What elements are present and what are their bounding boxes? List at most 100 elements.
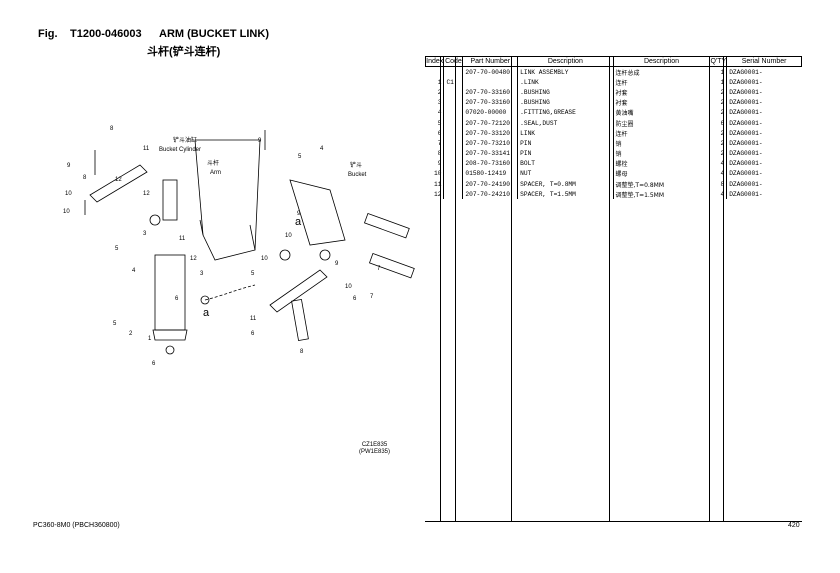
cell-serial-number: DZAG0001-: [729, 119, 763, 127]
callout: 12: [190, 256, 197, 262]
parts-table-container: Index Code Part Number Description Descr…: [424, 56, 802, 522]
cell-part-number: 207-70-33120: [462, 128, 519, 139]
cell-serial-number: DZAG0001-: [729, 68, 763, 76]
fig-label: Fig.: [38, 28, 58, 40]
callout: 2: [129, 331, 133, 337]
cell-index: 11: [425, 179, 445, 190]
table-header-row: Index Code Part Number Description Descr…: [424, 56, 802, 67]
table-row: 6207-70-33120LINK连杆2DZAG0001-: [425, 128, 802, 139]
table-row: 407020-00000.FITTING,GREASE黄油嘴2DZAG0001-: [425, 107, 802, 118]
callout: 6: [152, 361, 156, 367]
cell-qty: 4: [709, 168, 728, 180]
cell-description: NUT: [517, 168, 614, 180]
cell-index: [425, 66, 445, 78]
link-6-left: [89, 164, 148, 203]
col-code-header: Code: [443, 56, 464, 67]
cell-code: [443, 97, 464, 108]
callout: 6: [251, 331, 255, 337]
callout: 8: [300, 349, 304, 355]
exploded-parts-diagram: 铲斗油缸 Bucket Cylinder 斗杆 Arm 铲斗 Bucket a …: [63, 126, 415, 367]
cell-code: [443, 148, 464, 159]
cell-description: LINK ASSEMBLY: [517, 66, 614, 78]
callout: 7: [377, 266, 381, 272]
cell-description: SPACER, T=0.8MM: [517, 179, 614, 190]
table-row: 5207-70-72120.SEAL,DUST防尘圈6DZAG0001-: [425, 117, 802, 129]
cell-description: PIN: [517, 138, 614, 149]
callout: 10: [261, 256, 268, 262]
callout: 11: [143, 146, 150, 152]
cell-qty: 2: [709, 138, 728, 149]
cell-index: 8: [425, 148, 445, 159]
cell-part-number: 207-70-33160: [462, 87, 519, 98]
cell-part-number: 01580-12419: [462, 168, 519, 180]
cell-qty: 2: [709, 128, 728, 139]
callout: 8: [110, 126, 114, 132]
reference-a-upper: a: [295, 216, 302, 228]
cell-serial-number: DZAG0001-: [729, 139, 763, 147]
col-index-header: Index: [424, 56, 445, 67]
cell-code: C1: [443, 77, 464, 88]
cell-index: 9: [425, 158, 445, 169]
fig-code: T1200-046003: [70, 28, 142, 40]
cell-index: 5: [425, 117, 445, 129]
callout: 10: [345, 284, 352, 290]
cell-part-number: 207-70-00480: [462, 66, 519, 78]
cell-qty: 2: [709, 148, 728, 159]
cell-part-number: 207-70-24210: [462, 189, 519, 200]
pin-7-lower: [368, 252, 415, 279]
cell-part-number: 207-70-72120: [462, 117, 519, 129]
callout: 11: [179, 236, 186, 242]
cell-serial-number: DZAG0001-: [729, 190, 763, 198]
callout: 4: [132, 268, 136, 274]
arm-outline: [194, 139, 261, 261]
col-serial-header: Serial Number: [726, 56, 802, 67]
cell-qty: 1: [709, 77, 728, 88]
cell-qty: 4: [709, 158, 728, 169]
callout: 12: [143, 191, 150, 197]
col-description-header: Description: [517, 56, 614, 67]
table-row: 1C1.LINK连杆1DZAG0001-: [425, 77, 802, 88]
cell-serial-number: DZAG0001-: [729, 88, 763, 96]
callout: 8: [83, 175, 87, 181]
page-title: ARM (BUCKET LINK): [159, 28, 269, 40]
callout: 10: [285, 233, 292, 239]
callout: 1: [148, 336, 152, 342]
callout: 6: [175, 296, 179, 302]
cell-part-number: 207-70-33160: [462, 97, 519, 108]
cell-qty: 8: [709, 179, 728, 190]
cell-description: .LINK: [517, 77, 614, 88]
callout: 10: [63, 209, 70, 215]
cell-serial-number: DZAG0001-: [729, 180, 763, 188]
cell-qty: 2: [709, 97, 728, 108]
cell-serial-number: DZAG0001-: [729, 109, 763, 117]
callout: 4: [320, 146, 324, 152]
cell-part-number: 207-70-24190: [462, 179, 519, 190]
callout: 9: [335, 261, 339, 267]
pin-8-lower: [291, 298, 309, 342]
cell-index: 12: [425, 189, 445, 200]
cell-description: LINK: [517, 128, 614, 139]
cell-description: SPACER, T=1.5MM: [517, 189, 614, 200]
cell-code: [443, 158, 464, 169]
diagram-reference-code: CZ1E835 (PW1E835): [359, 442, 391, 455]
cell-code: [443, 117, 464, 129]
cell-description: .BUSHING: [517, 97, 614, 108]
cell-description: .FITTING,GREASE: [517, 107, 614, 118]
bucket-label-en: Bucket: [348, 172, 367, 178]
cell-index: 3: [425, 97, 445, 108]
page-subtitle: 斗杆(铲斗连杆): [147, 46, 221, 58]
bucket-cylinder: [162, 179, 178, 221]
callout: 3: [143, 231, 147, 237]
cell-code: [443, 179, 464, 190]
callout: 9: [297, 211, 301, 217]
callout: 10: [65, 191, 72, 197]
cell-serial-number: DZAG0001-: [729, 129, 763, 137]
cell-description: BOLT: [517, 158, 614, 169]
callout: 5: [113, 321, 117, 327]
cell-index: 4: [425, 107, 445, 118]
cell-code: [443, 66, 464, 78]
